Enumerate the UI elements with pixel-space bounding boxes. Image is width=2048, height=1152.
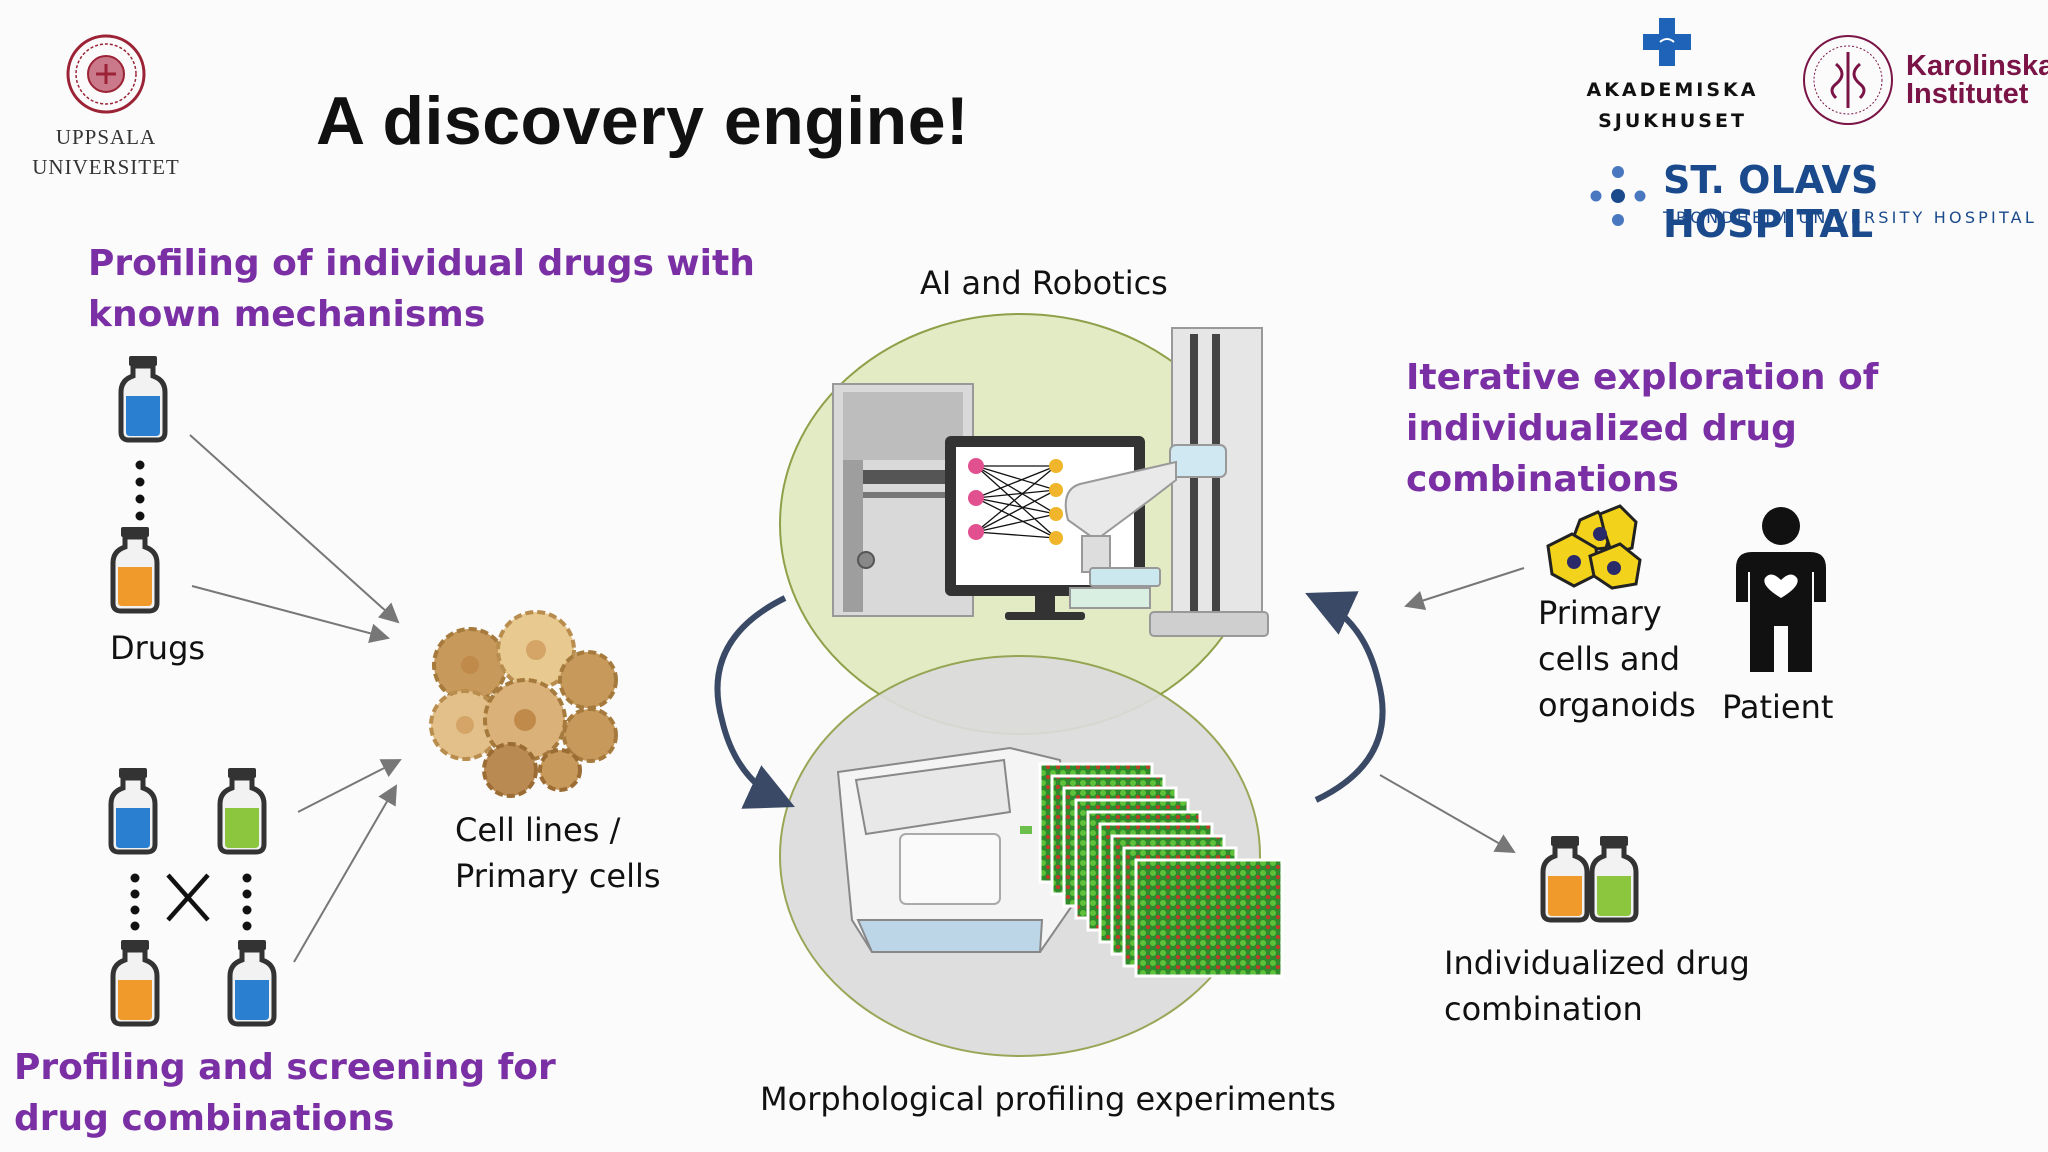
drugs-label: Drugs: [110, 629, 206, 667]
left-arrows: [189, 434, 402, 963]
heading-iterative-exploration: Iterative exploration of individualized …: [1406, 352, 2048, 505]
vial-orange-drugs-icon: [113, 527, 157, 611]
page-title: A discovery engine!: [316, 83, 970, 159]
heading-individual-drugs-line1: Profiling of individual drugs with: [88, 243, 755, 284]
combo-dots-left-icon: [130, 873, 140, 931]
robot-arm-icon: [1064, 327, 1269, 637]
vial-green-combo-icon: [220, 768, 264, 852]
cell-lines-line2: Primary cells: [455, 857, 661, 895]
individualized-combination-label: Individualized drug combination: [1444, 940, 1750, 1032]
primary-cells-icon: [1546, 504, 1642, 590]
heading-iterative-line1: Iterative exploration of: [1406, 357, 1879, 398]
vial-blue-top-icon: [121, 356, 165, 440]
individualized-combination-line1: Individualized drug: [1444, 944, 1750, 982]
vertical-dots-icon: [135, 460, 145, 521]
vial-orange-combo-icon: [113, 940, 157, 1024]
vial-blue-combo-bottom-icon: [230, 940, 274, 1024]
primary-cells-line3: organoids: [1538, 686, 1696, 724]
akademiska-cross-icon: [1643, 18, 1691, 66]
neural-network-icon: [968, 458, 1063, 545]
primary-cells-line2: cells and: [1538, 640, 1681, 678]
primary-cells-line1: Primary: [1538, 594, 1662, 632]
morphological-profiling-label: Morphological profiling experiments: [760, 1080, 1336, 1118]
heading-drug-combinations-line1: Profiling and screening for: [14, 1047, 556, 1088]
akademiska-logo-text: AKADEMISKA SJUKHUSET: [1570, 75, 1775, 137]
akademiska-line2: SJUKHUSET: [1598, 110, 1747, 132]
combo-dots-right-icon: [242, 873, 252, 931]
cell-cluster-icon: [429, 610, 618, 798]
cross-x-icon: [166, 873, 210, 922]
cycle-arrow-left: [714, 595, 795, 809]
patient-label: Patient: [1722, 688, 1834, 726]
st-olavs-name: ST. OLAVS HOSPITAL: [1663, 158, 1879, 246]
heading-drug-combinations: Profiling and screening for drug combina…: [14, 1042, 556, 1144]
individualized-combination-line2: combination: [1444, 990, 1643, 1028]
vial-orange-individual-icon: [1543, 836, 1587, 920]
karolinska-seal-icon: [1803, 35, 1893, 125]
karolinska-logo-text: Karolinska Institutet: [1906, 50, 2048, 110]
karolinska-line2: Institutet: [1906, 78, 2029, 110]
uppsala-seal-icon: [66, 34, 146, 114]
st-olavs-dots-icon: [1590, 166, 1646, 226]
patient-icon: [1736, 507, 1826, 672]
heading-individual-drugs-line2: known mechanisms: [88, 294, 486, 335]
right-arrows: [1379, 567, 1525, 853]
primary-cells-label: Primary cells and organoids: [1538, 590, 1696, 728]
heading-iterative-line2: individualized drug combinations: [1406, 408, 1797, 500]
uppsala-line1: UPPSALA: [55, 125, 157, 149]
karolinska-line1: Karolinska: [1906, 50, 2048, 82]
uppsala-line2: UNIVERSITET: [32, 155, 180, 179]
vial-green-individual-icon: [1592, 836, 1636, 920]
heading-individual-drugs: Profiling of individual drugs with known…: [88, 238, 755, 340]
akademiska-line1: AKADEMISKA: [1586, 79, 1759, 101]
cell-lines-line1: Cell lines /: [455, 811, 621, 849]
ai-robotics-label: AI and Robotics: [920, 264, 1168, 302]
cell-lines-label: Cell lines / Primary cells: [455, 807, 661, 899]
image-stack-icon: [1038, 762, 1284, 978]
uppsala-logo-text: UPPSALA UNIVERSITET: [26, 122, 186, 182]
vial-blue-combo-icon: [111, 768, 155, 852]
st-olavs-subtitle: TRONDHEIM UNIVERSITY HOSPITAL: [1663, 208, 2037, 227]
microscope-imager-icon: [836, 746, 1078, 953]
cycle-arrow-right: [1305, 591, 1386, 803]
heading-drug-combinations-line2: drug combinations: [14, 1098, 395, 1139]
